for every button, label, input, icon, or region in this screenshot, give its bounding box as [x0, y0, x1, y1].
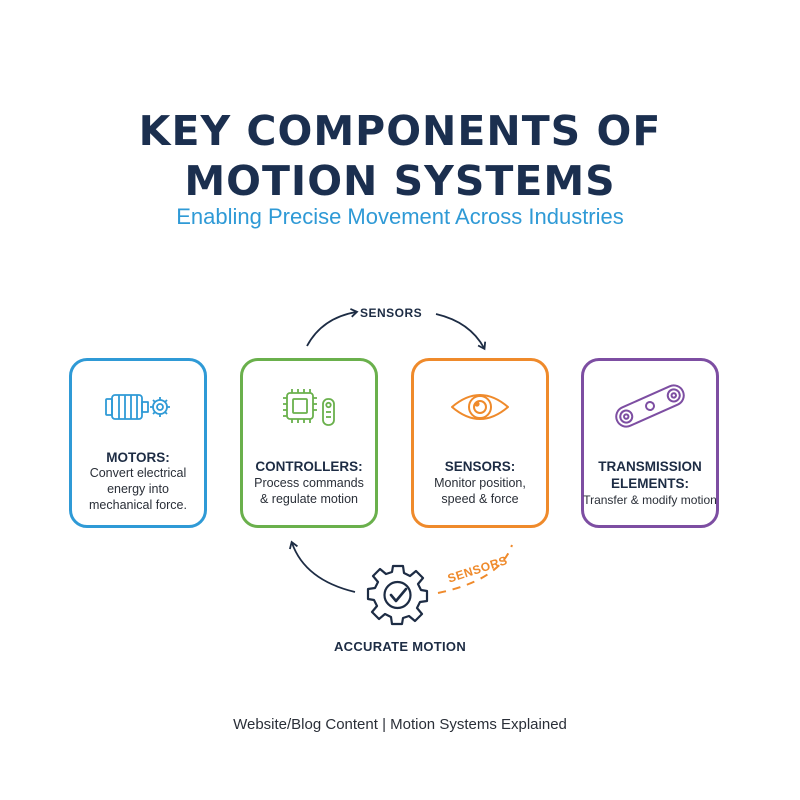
outcome-label: ACCURATE MOTION	[333, 639, 467, 654]
eye-icon	[451, 394, 509, 420]
card-controllers: CONTROLLERS: Process commands & regulate…	[240, 358, 378, 528]
title-line-1: KEY COMPONENTS OF	[138, 107, 662, 155]
card-sensors: SENSORS: Monitor position, speed & force	[411, 358, 549, 528]
card-sensors-title: SENSORS:	[444, 459, 516, 474]
card-controllers-title: CONTROLLERS:	[255, 459, 363, 474]
gear-check-icon	[366, 564, 429, 626]
footer-caption: Website/Blog Content | Motion Systems Ex…	[233, 716, 567, 733]
card-transmission-desc: Transfer & modify motion	[583, 493, 717, 507]
motor-gear-icon	[105, 394, 170, 420]
arrow-bottom-left	[289, 540, 356, 593]
card-transmission: TRANSMISSION ELEMENTS: Transfer & modify…	[581, 358, 719, 528]
card-motors: MOTORS: Convert electrical energy into m…	[69, 358, 207, 528]
card-transmission-title: TRANSMISSION ELEMENTS:	[598, 459, 702, 491]
title-line-2: MOTION SYSTEMS	[184, 157, 616, 205]
card-motors-desc: Convert electrical energy into mechanica…	[89, 466, 187, 512]
flow-label-top: SENSORS	[360, 306, 423, 320]
card-motors-title: MOTORS:	[106, 450, 170, 465]
card-sensors-desc: Monitor position, speed & force	[434, 476, 526, 506]
belt-pulley-icon	[615, 384, 685, 428]
page-subtitle: Enabling Precise Movement Across Industr…	[176, 204, 624, 229]
arrow-top-left	[306, 308, 359, 347]
card-controllers-desc: Process commands & regulate motion	[254, 476, 364, 506]
arrow-top-right	[435, 313, 487, 351]
chip-remote-icon	[283, 389, 335, 426]
page-title: KEY COMPONENTS OF MOTION SYSTEMS	[0, 106, 800, 206]
